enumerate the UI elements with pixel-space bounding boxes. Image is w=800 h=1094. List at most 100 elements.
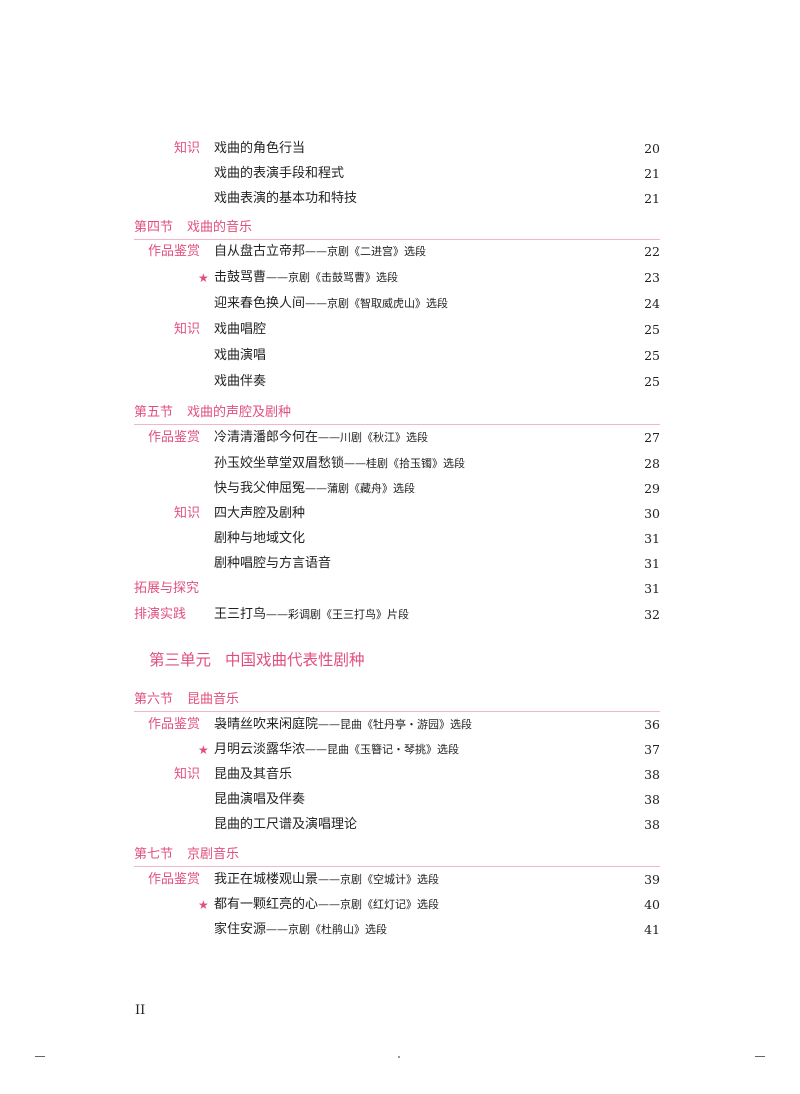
entry-title: 我正在城楼观山景——京剧《空城计》选段	[214, 868, 439, 892]
page-number: 27	[644, 430, 660, 445]
entry-title: 昆曲及其音乐	[214, 763, 292, 787]
page-number: 22	[644, 244, 660, 259]
section-heading: 第四节戏曲的音乐	[134, 216, 252, 240]
page-folio: II	[135, 1003, 146, 1018]
entry-title-text: 戏曲表演的基本功和特技	[214, 191, 358, 206]
entry-source: ——彩调剧《王三打鸟》片段	[266, 608, 410, 621]
star-icon: ★	[198, 271, 209, 285]
category-label: 作品鉴赏	[148, 872, 201, 887]
toc-entry[interactable]: 剧种唱腔与方言语音 31	[0, 552, 800, 576]
page-number: 20	[644, 141, 660, 156]
entry-title-text: 袅晴丝吹来闲庭院	[214, 717, 319, 732]
page-number: 38	[644, 792, 660, 807]
crop-mark-left	[35, 1056, 45, 1057]
page-number: 25	[644, 322, 660, 337]
entry-source: ——京剧《杜鹃山》选段	[266, 923, 388, 936]
page-number: 23	[644, 270, 660, 285]
entry-title: 快与我父伸屈冤——蒲剧《藏舟》选段	[214, 477, 415, 501]
section-title: 戏曲的音乐	[187, 220, 253, 235]
toc-entry[interactable]: 知识四大声腔及剧种 30	[0, 502, 800, 526]
page-number: 32	[644, 607, 660, 622]
entry-title-text: 四大声腔及剧种	[214, 506, 306, 521]
entry-title-text: 迎来春色换人间	[214, 296, 306, 311]
page-number: 31	[644, 556, 660, 571]
entry-title-text: 冷清清潘郎今何在	[214, 430, 319, 445]
toc-entry[interactable]: 作品鉴赏自从盘古立帝邦——京剧《二进宫》选段 22	[0, 240, 800, 264]
entry-title: 戏曲的角色行当	[214, 137, 305, 161]
entry-title-text: 剧种唱腔与方言语音	[214, 556, 332, 571]
toc-entry[interactable]: ★ 击鼓骂曹——京剧《击鼓骂曹》选段 23	[0, 266, 800, 290]
page-number: 31	[644, 531, 660, 546]
entry-source: ——昆曲《牡丹亭・游园》选段	[318, 718, 473, 731]
entry-title-text: 戏曲唱腔	[214, 322, 267, 337]
toc-entry[interactable]: 孙玉姣坐草堂双眉愁锁——桂剧《拾玉镯》选段 28	[0, 452, 800, 476]
entry-title: 都有一颗红亮的心——京剧《红灯记》选段	[214, 893, 439, 917]
section-number: 第五节	[134, 405, 174, 420]
crop-mark-center	[398, 1056, 400, 1058]
toc-entry[interactable]: 快与我父伸屈冤——蒲剧《藏舟》选段 29	[0, 477, 800, 501]
page-number: 40	[644, 897, 660, 912]
page-number: 29	[644, 481, 660, 496]
entry-title: 自从盘古立帝邦——京剧《二进宫》选段	[214, 240, 426, 264]
entry-source: ——京剧《智取威虎山》选段	[305, 297, 449, 310]
entry-source: ——川剧《秋江》选段	[318, 431, 429, 444]
page-number: 41	[644, 922, 660, 937]
section-rule	[134, 711, 660, 712]
entry-source: ——京剧《击鼓骂曹》选段	[266, 271, 399, 284]
section-number: 第四节	[134, 220, 174, 235]
page-number: 39	[644, 872, 660, 887]
toc-entry[interactable]: 家住安源——京剧《杜鹃山》选段 41	[0, 918, 800, 942]
page-number: 31	[644, 581, 660, 596]
entry-title: 昆曲的工尺谱及演唱理论	[214, 813, 357, 837]
page-number: 24	[644, 296, 660, 311]
page-number: 28	[644, 456, 660, 471]
entry-title: 戏曲的表演手段和程式	[214, 162, 344, 186]
entry-title: 家住安源——京剧《杜鹃山》选段	[214, 918, 387, 942]
toc-entry[interactable]: 知识戏曲的角色行当 20	[0, 137, 800, 161]
entry-title: 击鼓骂曹——京剧《击鼓骂曹》选段	[214, 266, 398, 290]
section-title: 京剧音乐	[187, 847, 240, 862]
entry-title: 四大声腔及剧种	[214, 502, 305, 526]
toc-entry[interactable]: 昆曲演唱及伴奏 38	[0, 788, 800, 812]
category-label: 知识	[174, 506, 201, 521]
category-label: 作品鉴赏	[148, 717, 201, 732]
page-number: 30	[644, 506, 660, 521]
section-heading: 第六节昆曲音乐	[134, 688, 239, 712]
entry-source: ——京剧《二进宫》选段	[305, 245, 427, 258]
entry-title-text: 戏曲的表演手段和程式	[214, 166, 345, 181]
entry-title: 孙玉姣坐草堂双眉愁锁——桂剧《拾玉镯》选段	[214, 452, 465, 476]
entry-source: ——蒲剧《藏舟》选段	[305, 482, 416, 495]
toc-entry[interactable]: 迎来春色换人间——京剧《智取威虎山》选段 24	[0, 292, 800, 316]
entry-title: 戏曲伴奏	[214, 370, 266, 394]
toc-section: 第七节京剧音乐	[0, 843, 800, 867]
entry-title-text: 剧种与地域文化	[214, 531, 306, 546]
entry-title: 袅晴丝吹来闲庭院——昆曲《牡丹亭・游园》选段	[214, 713, 472, 737]
category-label: 排演实践	[134, 607, 187, 622]
page-number: 38	[644, 767, 660, 782]
entry-title-text: 昆曲演唱及伴奏	[214, 792, 306, 807]
page-number: 21	[644, 191, 660, 206]
toc-entry[interactable]: 作品鉴赏我正在城楼观山景——京剧《空城计》选段 39	[0, 868, 800, 892]
category-label: 知识	[174, 141, 201, 156]
toc-entry[interactable]: 剧种与地域文化 31	[0, 527, 800, 551]
entry-title-text: 戏曲演唱	[214, 348, 267, 363]
entry-title: 月明云淡露华浓——昆曲《玉簪记・琴挑》选段	[214, 738, 459, 762]
category-label: 作品鉴赏	[148, 244, 201, 259]
toc-entry[interactable]: 戏曲表演的基本功和特技 21	[0, 187, 800, 211]
unit-heading: 第三单元中国戏曲代表性剧种	[149, 648, 365, 672]
entry-title: 冷清清潘郎今何在——川剧《秋江》选段	[214, 426, 428, 450]
entry-title: 剧种与地域文化	[214, 527, 305, 551]
entry-source: ——昆曲《玉簪记・琴挑》选段	[305, 743, 460, 756]
